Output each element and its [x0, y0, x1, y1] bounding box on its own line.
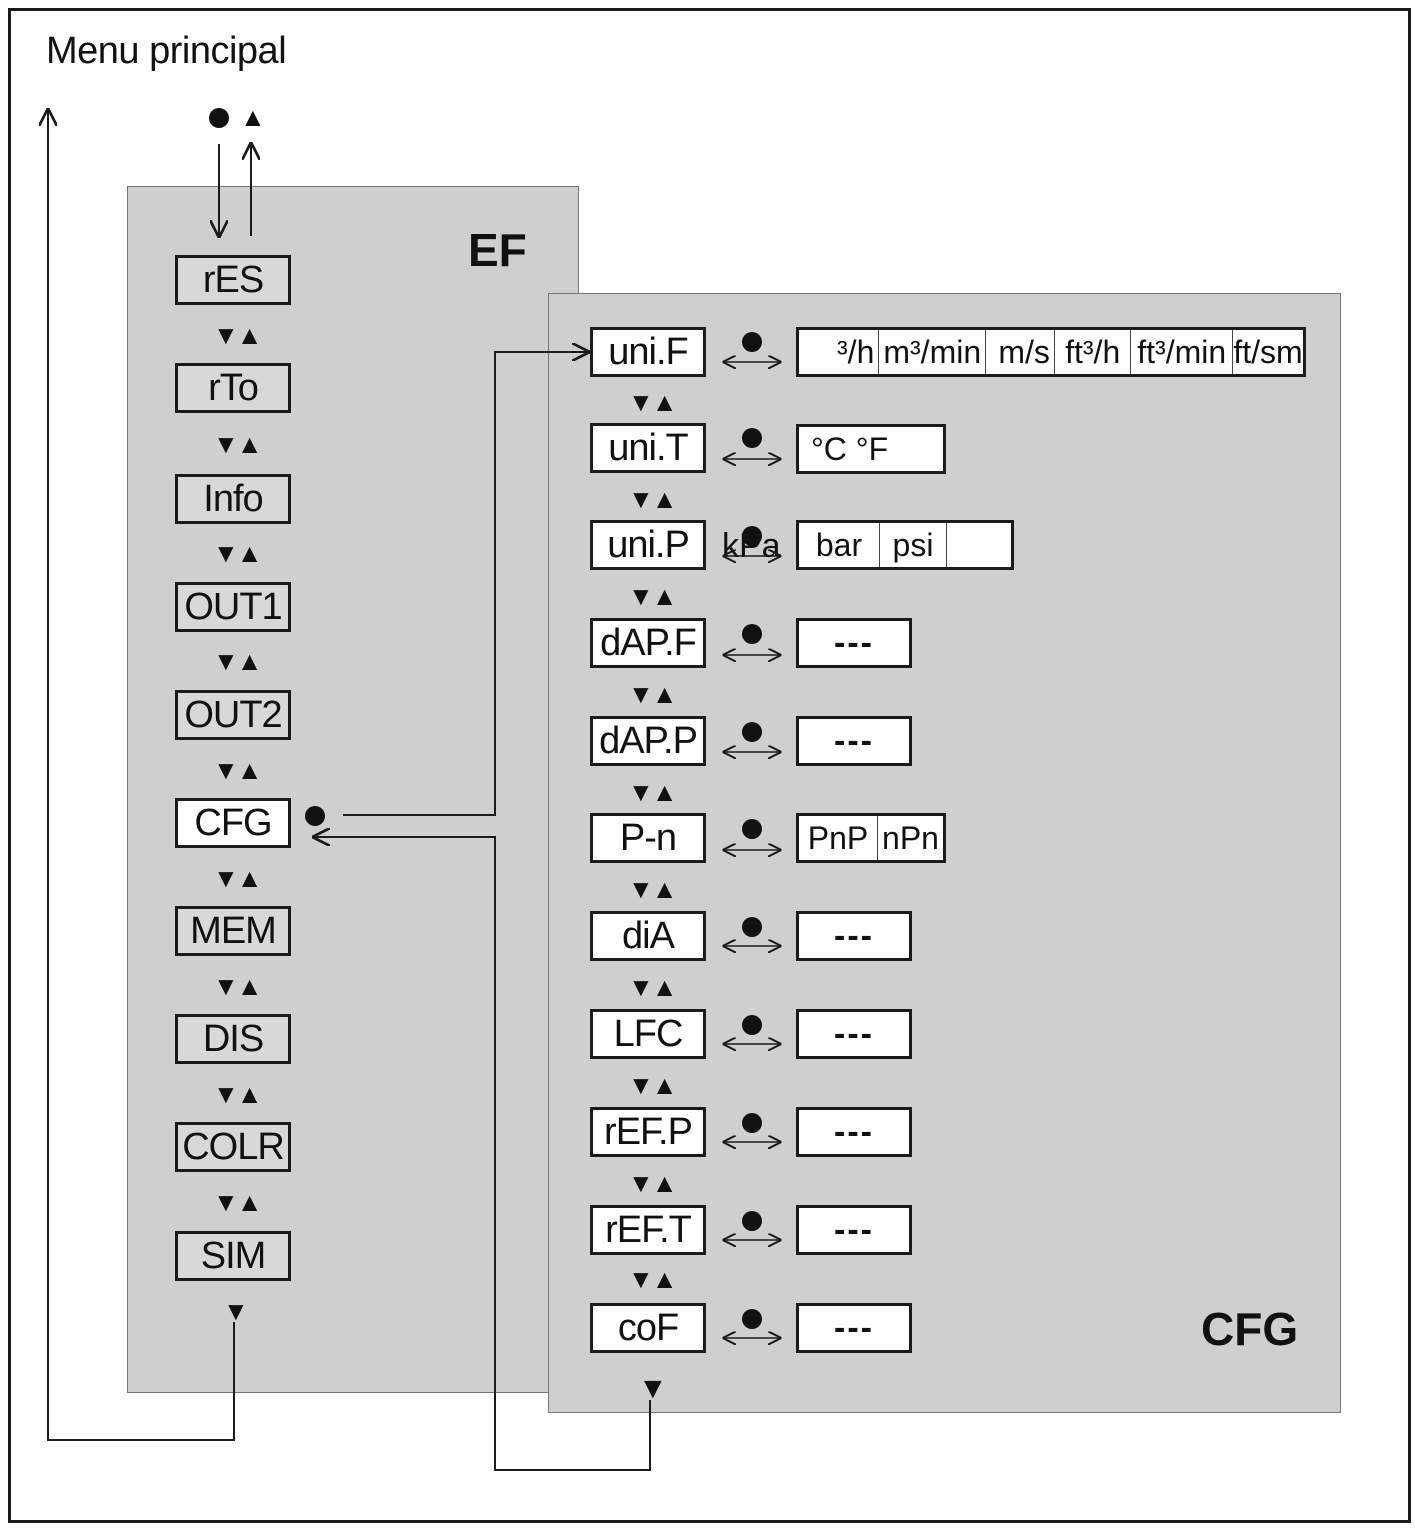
- nav-arrows: ▼▲: [628, 972, 677, 1002]
- nav-arrows: ▼▲: [628, 679, 677, 709]
- nav-arrows: ▼▲: [628, 1070, 677, 1100]
- param-dap-p[interactable]: dAP.P: [590, 716, 706, 766]
- options-ref-t[interactable]: ---: [796, 1205, 912, 1255]
- set-button-dot-icon: [742, 917, 762, 937]
- option[interactable]: bar: [799, 523, 880, 567]
- nav-arrows: ▼▲: [213, 1187, 262, 1217]
- param-uni-p[interactable]: uni.P: [590, 520, 706, 570]
- menu-item-mem[interactable]: MEM: [175, 906, 291, 956]
- options-p-n[interactable]: PnP nPn: [796, 813, 946, 863]
- set-button-dot-icon: [742, 332, 762, 352]
- cfg-to-unif-line: [343, 352, 588, 816]
- options-dap-f[interactable]: ---: [796, 618, 912, 668]
- menu-item-cfg[interactable]: CFG: [175, 798, 291, 848]
- nav-arrows: ▼▲: [213, 863, 262, 893]
- set-button-dot-icon: [742, 1113, 762, 1133]
- up-arrow-icon: ▲: [240, 102, 266, 132]
- options-ref-p[interactable]: ---: [796, 1107, 912, 1157]
- param-cof[interactable]: coF: [590, 1303, 706, 1353]
- option-select-arrows: [724, 362, 780, 1338]
- menu-item-sim[interactable]: SIM: [175, 1231, 291, 1281]
- nav-arrows: ▼▲: [213, 971, 262, 1001]
- option-placeholder[interactable]: ---: [834, 1112, 874, 1151]
- ef-panel-title: EF: [468, 224, 527, 276]
- param-ref-t[interactable]: rEF.T: [590, 1205, 706, 1255]
- set-button-dot-icon: [742, 722, 762, 742]
- nav-arrows: ▼▲: [213, 538, 262, 568]
- set-button-dot-icon: [742, 1015, 762, 1035]
- options-uni-t[interactable]: °C °F: [796, 424, 946, 474]
- option-placeholder[interactable]: ---: [834, 623, 874, 662]
- options-lfc[interactable]: ---: [796, 1009, 912, 1059]
- menu-item-out2[interactable]: OUT2: [175, 690, 291, 740]
- options-dap-p[interactable]: ---: [796, 716, 912, 766]
- menu-item-res[interactable]: rES: [175, 255, 291, 305]
- set-button-dot-icon: [742, 428, 762, 448]
- nav-arrows: ▼▲: [628, 387, 677, 417]
- cfg-panel-title: CFG: [1201, 1303, 1299, 1355]
- diagram-frame: [8, 8, 1411, 1523]
- option[interactable]: ft³/h: [1055, 330, 1132, 374]
- option-placeholder[interactable]: ---: [834, 916, 874, 955]
- option[interactable]: m³/min: [879, 330, 987, 374]
- option[interactable]: PnP: [799, 816, 878, 860]
- option[interactable]: ft/sm: [1233, 333, 1303, 370]
- set-button-dot-icon: [742, 526, 762, 546]
- option[interactable]: psi: [880, 523, 947, 567]
- menu-item-dis[interactable]: DIS: [175, 1014, 291, 1064]
- param-dap-f[interactable]: dAP.F: [590, 618, 706, 668]
- nav-arrows: ▼▲: [628, 1168, 677, 1198]
- option-placeholder[interactable]: ---: [834, 1308, 874, 1347]
- nav-arrows: ▼▲: [213, 755, 262, 785]
- nav-arrows: ▼▲: [213, 646, 262, 676]
- menu-item-info[interactable]: Info: [175, 474, 291, 524]
- option[interactable]: ³/h: [799, 330, 880, 374]
- nav-arrows: ▼▲: [628, 874, 677, 904]
- option-placeholder[interactable]: ---: [834, 1210, 874, 1249]
- set-button-dot-icon: [209, 108, 229, 128]
- set-button-dot-icon: [742, 819, 762, 839]
- option[interactable]: m/s: [986, 330, 1055, 374]
- nav-arrows: ▼▲: [213, 429, 262, 459]
- option[interactable]: ft³/min: [1131, 330, 1233, 374]
- nav-arrows: ▼▲: [628, 581, 677, 611]
- down-arrow-icon: ▼: [223, 1296, 249, 1326]
- options-uni-p[interactable]: bar psi: [796, 520, 1014, 570]
- param-uni-f[interactable]: uni.F: [590, 327, 706, 377]
- cof-return-line: [314, 837, 651, 1471]
- nav-arrows: ▼▲: [213, 320, 262, 350]
- set-button-dot-icon: [742, 624, 762, 644]
- param-ref-p[interactable]: rEF.P: [590, 1107, 706, 1157]
- main-menu-title: Menu principal: [46, 30, 287, 72]
- options-cof[interactable]: ---: [796, 1303, 912, 1353]
- set-button-dot-icon: [305, 806, 325, 826]
- option-placeholder[interactable]: ---: [834, 721, 874, 760]
- nav-arrows: ▼▲: [628, 1264, 677, 1294]
- set-button-dot-icon: [742, 1211, 762, 1231]
- param-p-n[interactable]: P-n: [590, 813, 706, 863]
- nav-arrows: ▼▲: [628, 777, 677, 807]
- menu-item-out1[interactable]: OUT1: [175, 582, 291, 632]
- down-arrow-icon: ▼: [638, 1372, 668, 1405]
- options-uni-f[interactable]: ³/h m³/min m/s ft³/h ft³/min ft/sm: [796, 327, 1306, 377]
- menu-item-rto[interactable]: rTo: [175, 363, 291, 413]
- option[interactable]: °C °F: [811, 430, 889, 467]
- option[interactable]: nPn: [882, 819, 939, 856]
- param-dia[interactable]: diA: [590, 911, 706, 961]
- nav-arrows: ▼▲: [628, 484, 677, 514]
- return-to-main-menu-line: [48, 110, 235, 1441]
- set-button-dot-icon: [742, 1309, 762, 1329]
- options-dia[interactable]: ---: [796, 911, 912, 961]
- param-uni-t[interactable]: uni.T: [590, 423, 706, 473]
- param-lfc[interactable]: LFC: [590, 1009, 706, 1059]
- option-placeholder[interactable]: ---: [834, 1014, 874, 1053]
- nav-arrows: ▼▲: [213, 1079, 262, 1109]
- menu-item-colr[interactable]: COLR: [175, 1122, 291, 1172]
